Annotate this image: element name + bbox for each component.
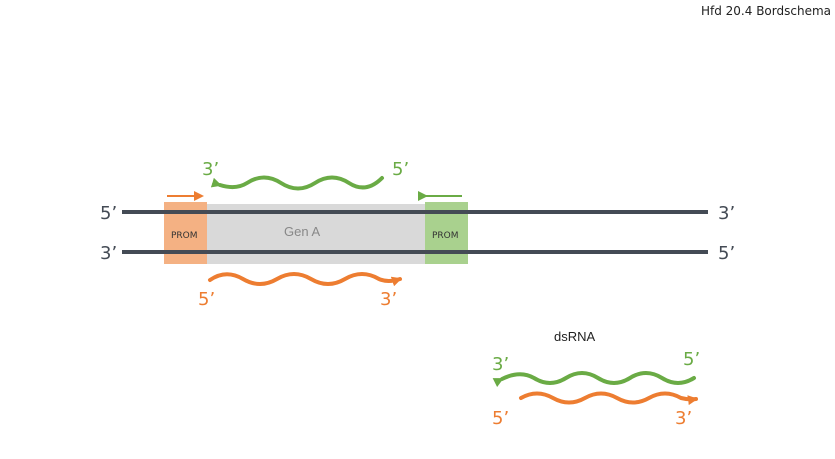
dna-top-right-label: 3’ [718,203,735,224]
dna-bottom-left-label: 3’ [100,243,117,264]
dsrna-orange-right-label: 3’ [675,408,692,429]
dsrna-orange-left-label: 5’ [492,408,509,429]
dsrna-title: dsRNA [554,329,596,344]
dna-bottom-right-label: 5’ [718,243,735,264]
green-transcript-wave [210,175,384,191]
green-transcript-left-label: 3’ [202,159,219,180]
dna-top-left-label: 5’ [100,203,117,224]
dsrna-green-right-label: 5’ [683,349,700,370]
dsrna-orange-strand [519,391,698,406]
dsrna-green-strand [492,371,696,388]
green-transcript-right-label: 5’ [392,159,409,180]
orange-transcript-left-label: 5’ [198,289,215,310]
orange-transcript-wave [208,272,402,287]
header-title: Hfd 20.4 Bordschema [700,4,831,18]
dsrna-green-left-label: 3’ [492,354,509,375]
left-promoter-label: PROM [171,231,198,241]
right-promoter-label: PROM [432,231,459,241]
orange-transcript-right-label: 3’ [380,289,397,310]
gene-label: Gen A [284,224,320,239]
